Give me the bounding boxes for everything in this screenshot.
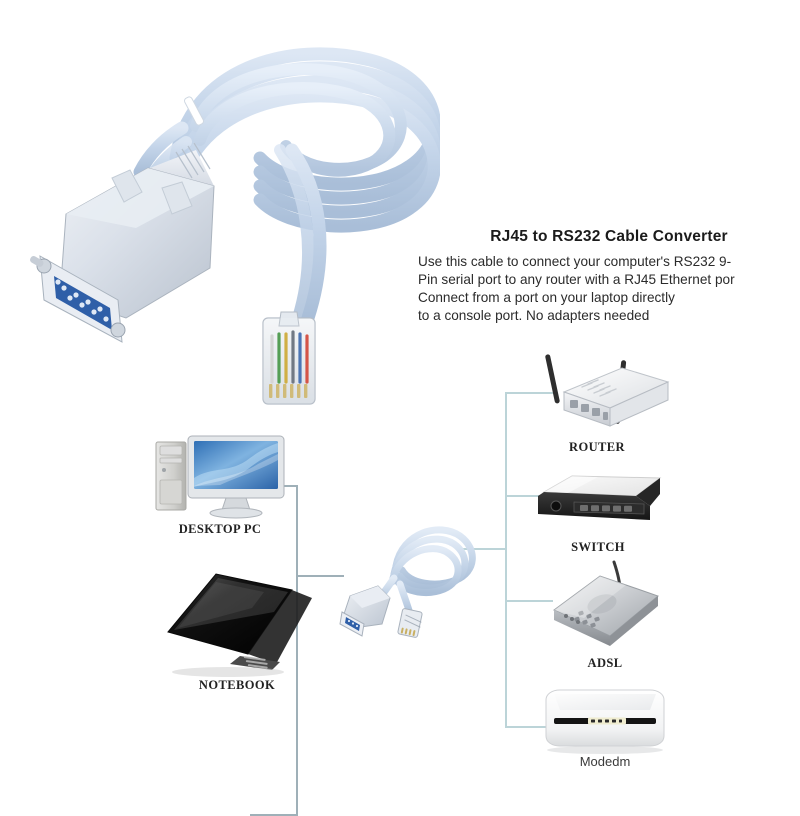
switch-icon <box>538 475 662 520</box>
right-branch-adsl <box>505 600 553 602</box>
description-line-2: Pin serial port to any router with a RJ4… <box>418 272 735 288</box>
left-branch-notebook <box>250 814 298 816</box>
desktop-pc-icon <box>155 435 285 519</box>
db9-connector-small-icon <box>339 585 391 637</box>
notebook-icon <box>167 573 312 677</box>
left-bracket-spine <box>296 485 298 815</box>
description-line-1: Use this cable to connect your computer'… <box>418 254 732 269</box>
description-line-3: Connect from a port on your laptop direc… <box>418 290 675 306</box>
router-antenna-left <box>545 354 560 404</box>
modem-icon <box>545 689 665 754</box>
right-branch-switch <box>505 495 553 497</box>
description-line-4: to a console port. No adapters needed <box>418 308 650 324</box>
cable-tie-icon <box>183 96 205 126</box>
device-modem: Modedm <box>530 680 680 780</box>
right-trunk-from-cable <box>458 548 506 550</box>
device-notebook: NOTEBOOK <box>152 568 322 698</box>
device-router: ROUTER <box>522 348 672 458</box>
connectivity-diagram: DESKTOP PC <box>0 330 800 816</box>
rj45-connector-small-icon <box>397 608 423 638</box>
device-label-switch: SWITCH <box>571 540 625 554</box>
console-cable-diagram-icon <box>339 526 476 638</box>
adsl-modem-icon <box>553 560 660 646</box>
product-description: Use this cable to connect your computer'… <box>418 253 800 325</box>
device-label-notebook: NOTEBOOK <box>198 678 276 692</box>
product-photo <box>0 0 440 430</box>
router-icon <box>545 354 670 427</box>
info-block: RJ45 to RS232 Cable Converter Use this c… <box>418 228 800 325</box>
center-console-cable <box>336 498 476 638</box>
right-branch-router <box>505 392 553 394</box>
right-bracket-spine <box>505 392 507 728</box>
console-cable-photo <box>30 47 440 405</box>
left-trunk-to-cable <box>296 575 344 577</box>
device-desktop-pc: DESKTOP PC <box>140 430 300 540</box>
device-label-modem: Modedm <box>579 754 631 769</box>
right-branch-modem <box>505 726 553 728</box>
device-adsl: ADSL <box>540 552 670 672</box>
device-label-desktop-pc: DESKTOP PC <box>178 522 262 536</box>
db9-female-connector-icon <box>30 142 215 343</box>
product-title: RJ45 to RS232 Cable Converter <box>490 228 728 245</box>
device-switch: SWITCH <box>528 462 668 562</box>
device-label-router: ROUTER <box>569 440 625 454</box>
device-label-adsl: ADSL <box>587 656 623 670</box>
rj45-plug-icon <box>262 311 316 405</box>
